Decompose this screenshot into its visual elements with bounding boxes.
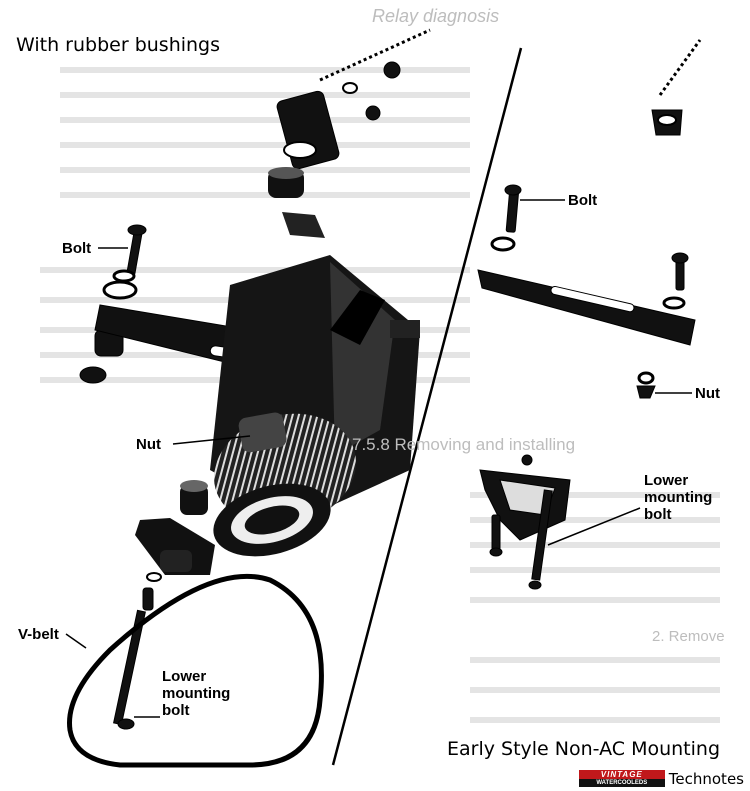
label-line: bolt — [644, 506, 672, 523]
label-nut-left: Nut — [136, 436, 161, 453]
bolt-right — [490, 184, 522, 252]
label-bolt-right: Bolt — [568, 192, 598, 209]
branding: VINTAGE WATERCOOLEDS Technotes — [578, 770, 744, 788]
background-heading: Relay diagnosis — [372, 6, 500, 26]
divider-line — [331, 47, 523, 766]
bolt-left — [79, 224, 147, 384]
logo-top-text: VINTAGE — [578, 770, 665, 779]
label-line: Lower — [644, 472, 689, 489]
caption-early-style: Early Style Non-AC Mounting — [447, 738, 721, 760]
label-line: mounting — [644, 489, 713, 506]
label-lower-mounting-bolt-right: Lower mounting bolt — [644, 472, 712, 523]
nut-right — [636, 371, 656, 399]
alternator — [210, 255, 420, 557]
caption-rubber-bushings: With rubber bushings — [16, 34, 221, 56]
lower-mounting-bracket-right — [479, 454, 571, 590]
wiring-right — [651, 39, 702, 136]
v-belt — [67, 573, 324, 768]
nut-left-leader — [172, 435, 251, 445]
lower-mounting-bolt-left — [113, 572, 162, 730]
label-nut-right: Nut — [695, 385, 720, 402]
label-bolt-left: Bolt — [62, 240, 92, 257]
adjusting-bracket-right — [477, 252, 696, 346]
wiring-clip — [276, 28, 431, 170]
label-line: mounting — [162, 685, 231, 702]
background-section-heading: 7.5.8 Removing and installing — [352, 435, 576, 454]
label-v-belt: V-belt — [18, 626, 59, 643]
vintage-watercooleds-logo: VINTAGE WATERCOOLEDS — [578, 770, 665, 787]
background-step: 2. Remove — [652, 628, 725, 645]
label-line: Lower — [162, 668, 207, 685]
label-lower-mounting-bolt-left: Lower mounting bolt — [162, 668, 230, 719]
label-line: bolt — [162, 702, 190, 719]
technotes-text: Technotes — [668, 770, 744, 788]
rubber-bushing-upper — [268, 167, 325, 238]
v-belt-leader — [65, 633, 87, 649]
lower-mounting-bolt-right-leader — [547, 507, 641, 546]
logo-bottom-text: WATERCOOLEDS — [578, 779, 665, 787]
rubber-bushing-lower — [135, 480, 215, 575]
